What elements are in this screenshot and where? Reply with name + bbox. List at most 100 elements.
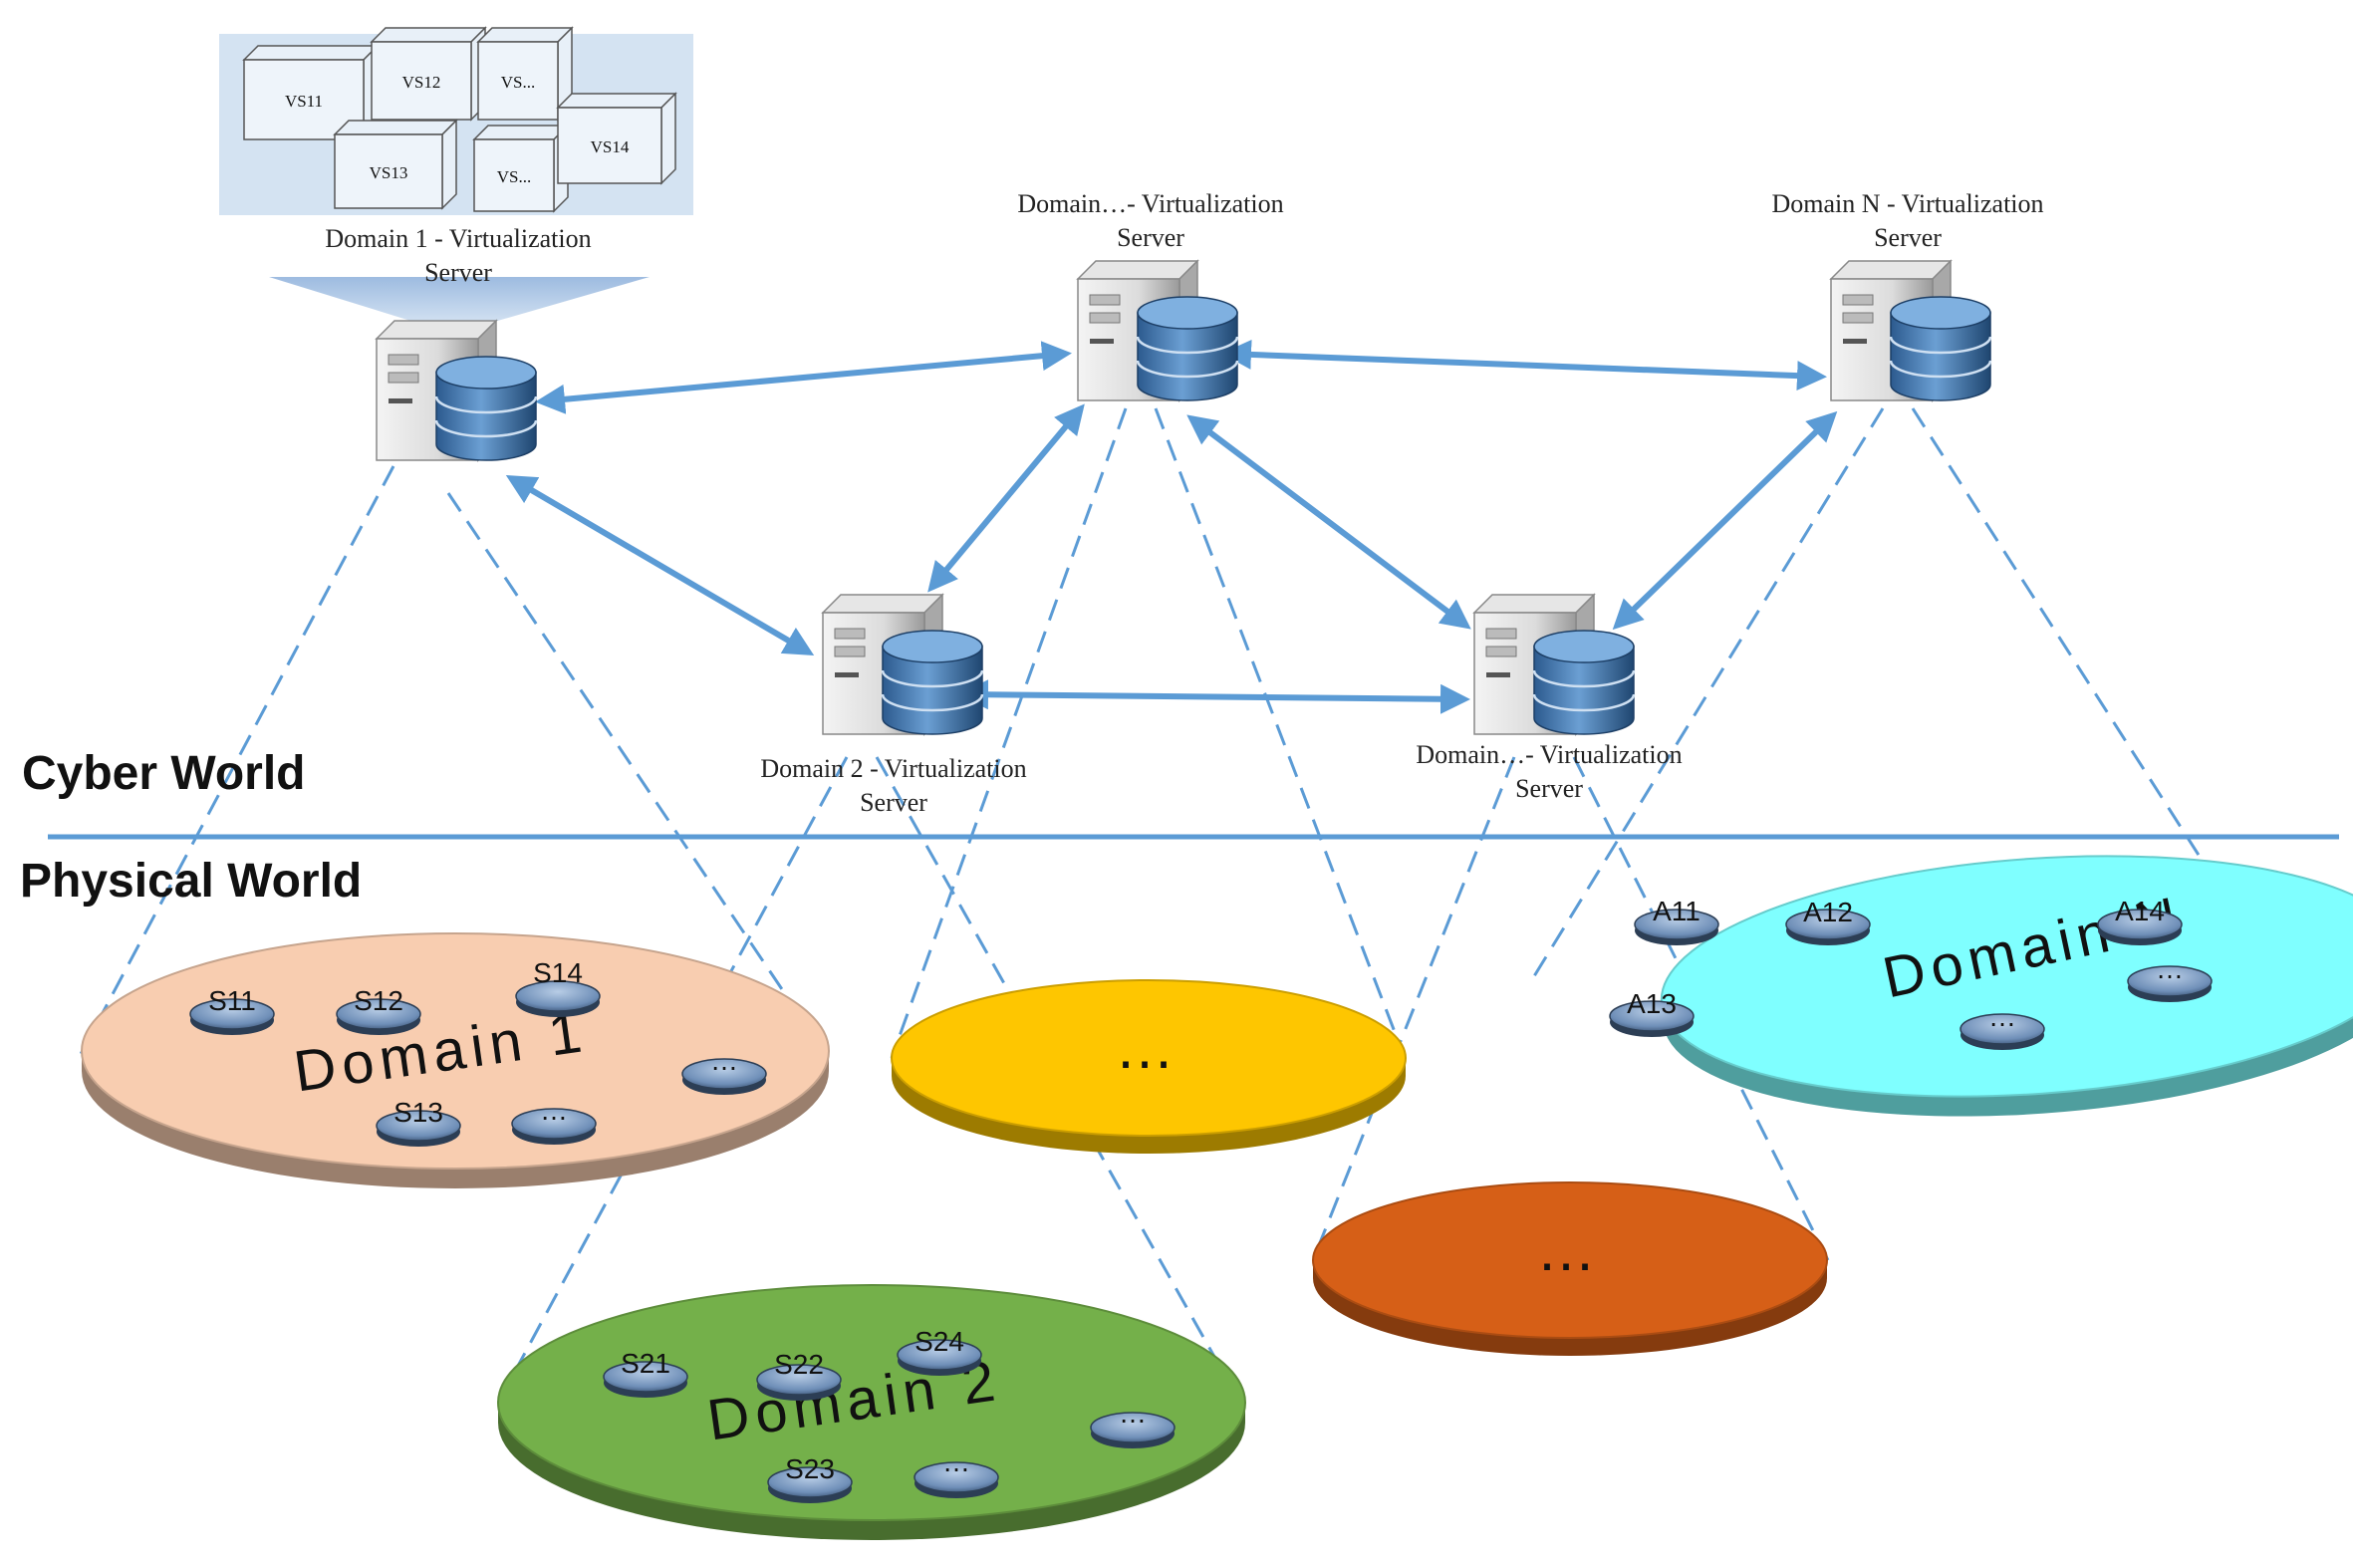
sensor-node: A12 [1785, 897, 1871, 945]
sensor-node-label: A12 [1803, 897, 1853, 927]
domain-domainY: … [891, 979, 1407, 1154]
virtual-server-label: VS11 [285, 92, 323, 111]
virtualization-fan [269, 277, 650, 329]
virtual-server-label: VS14 [591, 137, 630, 156]
virtual-server-box: VS12 [370, 26, 487, 122]
server-label: Domain 2 - Virtualization [760, 754, 1026, 783]
projection-line [875, 756, 1242, 1404]
sensor-node: … [914, 1446, 999, 1498]
virtual-server-box: VS... [476, 26, 574, 122]
server-label: Server [1117, 223, 1184, 252]
sensor-node: A14 [2097, 896, 2183, 945]
projection-line [1154, 407, 1407, 1059]
connection-arrow [958, 679, 1470, 714]
sensor-node-label: … [540, 1095, 568, 1126]
projection-line [1311, 756, 1516, 1261]
connection-arrow [1186, 414, 1471, 630]
server-label: Domain N - Virtualization [1771, 189, 2043, 218]
domain-domainO: … [1312, 1181, 1828, 1356]
virtual-server-label: VS12 [402, 73, 441, 92]
server-database-icon [1829, 259, 1992, 402]
connection-arrow [1612, 410, 1838, 631]
sensor-node-label: S23 [785, 1453, 835, 1484]
server-database-icon [1076, 259, 1239, 402]
virtual-server-label: VS... [497, 167, 531, 186]
domain-disc [497, 1284, 1246, 1540]
sensor-node: … [511, 1095, 597, 1145]
connection-arrow [1221, 339, 1827, 392]
server-label: Domain 1 - Virtualization [325, 224, 591, 253]
sensor-node: S11 [189, 985, 275, 1035]
virtual-server-box: VS13 [333, 119, 458, 210]
sensor-node: A11 [1634, 896, 1719, 945]
virtual-server-box: VS... [472, 124, 570, 213]
server-database-icon [1472, 593, 1636, 736]
sensor-node: … [1960, 1001, 2045, 1050]
server-label: Domain…- Virtualization [1416, 740, 1682, 769]
projection-line [78, 465, 395, 1057]
server-label: Server [1874, 223, 1942, 252]
domain-disc [891, 979, 1407, 1154]
server-label: Server [1515, 774, 1583, 803]
sensor-node-label: A11 [1653, 896, 1700, 926]
sensor-node-label: A14 [2115, 896, 2165, 926]
server-label: Server [860, 788, 927, 817]
virtual-server-label: VS... [501, 73, 535, 92]
sensor-node-label: A13 [1627, 988, 1677, 1019]
sensor-node-label: S22 [774, 1349, 824, 1380]
server-label: Server [424, 258, 492, 287]
sensor-node: S12 [336, 985, 421, 1035]
sensor-node-label: … [710, 1045, 738, 1076]
sensor-node: … [2127, 953, 2213, 1002]
sensor-node-label: S14 [533, 957, 583, 988]
projection-line [890, 407, 1128, 1059]
virtualization-servers: Domain 1 - VirtualizationServerDomain…- … [325, 189, 2043, 817]
sensor-node-label: … [942, 1446, 970, 1477]
cyber-world-label: Cyber World [22, 747, 305, 800]
sensor-node: … [1090, 1398, 1176, 1448]
physical-world-label: Physical World [20, 855, 362, 908]
connection-arrow [505, 474, 815, 656]
sensor-node-label: … [1119, 1398, 1147, 1429]
connection-arrow [927, 403, 1085, 593]
sensor-node: S14 [515, 957, 601, 1017]
sensor-node-label: S21 [621, 1348, 670, 1379]
sensor-node-label: S13 [393, 1097, 443, 1128]
sensor-node: S23 [767, 1453, 853, 1503]
sensor-node-label: S24 [915, 1326, 964, 1357]
server-database-icon [375, 319, 538, 462]
sensor-node: S13 [376, 1097, 461, 1147]
sensor-node: S22 [756, 1349, 842, 1401]
sensor-node-label: S12 [354, 985, 403, 1016]
virtual-server-box: VS14 [556, 92, 677, 185]
virtual-server-box: VS11 [242, 44, 380, 141]
server-connections [505, 339, 1838, 714]
sensor-node-label: S11 [208, 985, 256, 1016]
connection-arrow [535, 341, 1072, 414]
sensor-node-label: … [1988, 1001, 2016, 1032]
server-database-icon [821, 593, 984, 736]
projection-line [496, 756, 849, 1404]
sensor-node: A13 [1609, 988, 1695, 1037]
virtual-server-label: VS13 [370, 163, 408, 182]
sensor-node: S21 [603, 1348, 688, 1398]
domain-title: … [1115, 1014, 1182, 1081]
server-label: Domain…- Virtualization [1017, 189, 1283, 218]
sensor-node-label: … [2156, 953, 2184, 984]
domain-disc [1312, 1181, 1828, 1356]
domain-title: … [1536, 1216, 1604, 1283]
sensor-node: S24 [897, 1326, 982, 1376]
sensor-node: … [681, 1045, 767, 1095]
